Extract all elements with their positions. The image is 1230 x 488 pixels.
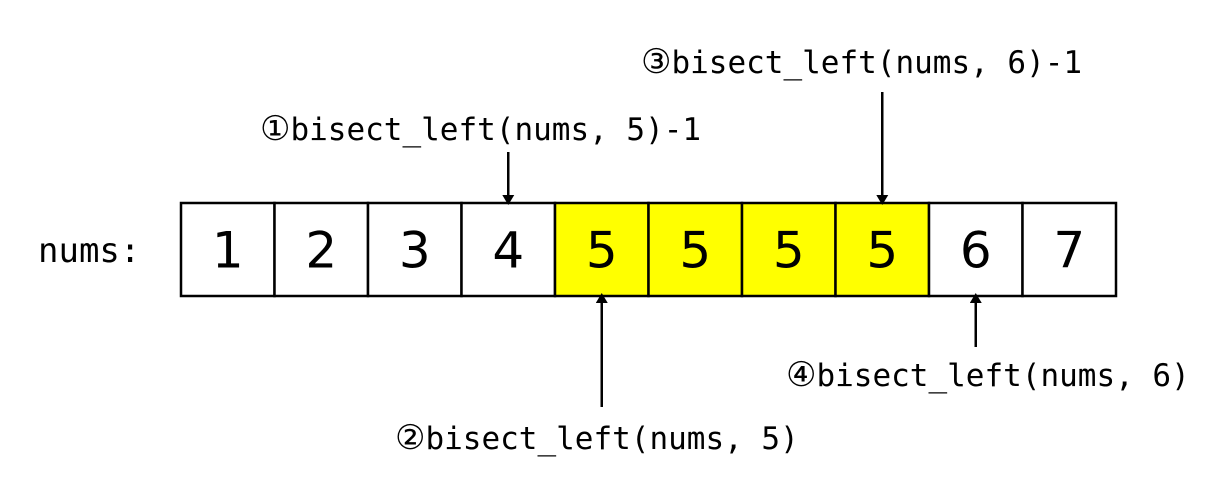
annotation-text: bisect_left(nums, 5)-1 <box>290 112 701 148</box>
annotation-text: bisect_left(nums, 5) <box>425 421 798 457</box>
cell-value: 2 <box>305 222 337 280</box>
array-cell: 6 <box>927 201 1024 298</box>
array-cell: 5 <box>553 201 650 298</box>
array-cells: 1 2 3 4 5 5 5 5 6 7 <box>179 201 1118 298</box>
array-cell: 5 <box>834 201 931 298</box>
annotation-label: ④bisect_left(nums, 6) <box>786 355 1190 395</box>
array-cell: 5 <box>647 201 744 298</box>
annotation-marker: ④ <box>786 355 816 395</box>
array-cell: 4 <box>460 201 557 298</box>
cell-value: 7 <box>1053 222 1085 280</box>
array-cell: 7 <box>1021 201 1118 298</box>
cell-value: 5 <box>866 222 898 280</box>
cell-value: 3 <box>399 222 431 280</box>
annotation-marker: ① <box>260 109 290 149</box>
cell-value: 4 <box>492 222 524 280</box>
annotation: ①bisect_left(nums, 5)-1 <box>260 109 701 205</box>
cell-value: 5 <box>679 222 711 280</box>
annotation-text: bisect_left(nums, 6)-1 <box>671 45 1082 81</box>
annotation: ③bisect_left(nums, 6)-1 <box>641 42 1082 205</box>
cell-value: 5 <box>586 222 618 280</box>
array-label: nums: <box>38 231 140 271</box>
annotation-label: ②bisect_left(nums, 5) <box>395 418 799 458</box>
annotation-text: bisect_left(nums, 6) <box>816 358 1189 394</box>
annotation: ④bisect_left(nums, 6) <box>786 293 1190 395</box>
cell-value: 6 <box>960 222 992 280</box>
cell-value: 1 <box>212 222 244 280</box>
highlighted-cell-box <box>647 201 744 298</box>
annotation-label: ③bisect_left(nums, 6)-1 <box>641 42 1082 82</box>
highlighted-cell-box <box>740 201 837 298</box>
cell-box <box>1021 201 1118 298</box>
highlighted-cell-box <box>834 201 931 298</box>
cell-box <box>273 201 370 298</box>
array-cell: 2 <box>273 201 370 298</box>
annotations: ①bisect_left(nums, 5)-1②bisect_left(nums… <box>260 42 1190 458</box>
annotation-label: ①bisect_left(nums, 5)-1 <box>260 109 701 149</box>
annotation-marker: ③ <box>641 42 671 82</box>
array-cell: 3 <box>366 201 463 298</box>
cell-box <box>179 201 276 298</box>
annotation-marker: ② <box>395 418 425 458</box>
array-cell: 5 <box>740 201 837 298</box>
cell-value: 5 <box>773 222 805 280</box>
array-cell: 1 <box>179 201 276 298</box>
annotation: ②bisect_left(nums, 5) <box>395 293 799 458</box>
cell-box <box>366 201 463 298</box>
